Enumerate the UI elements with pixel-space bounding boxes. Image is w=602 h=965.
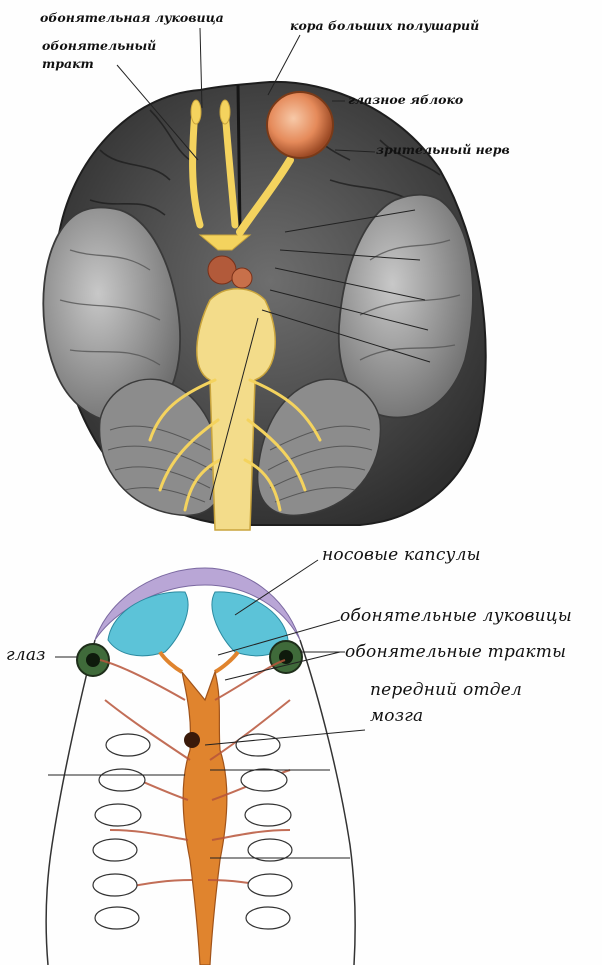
eyeball [267, 92, 333, 158]
label-olfactory-tracts: обонятельные тракты [345, 642, 566, 662]
label-forebrain-1: передний отдел [370, 680, 522, 700]
olfactory-bulb-right [220, 100, 230, 124]
embryo-diagram [46, 560, 365, 965]
label-nasal-capsules: носовые капсулы [322, 545, 481, 565]
label-eye: глаз [6, 645, 46, 665]
label-forebrain-2: мозга [370, 706, 423, 726]
label-olfactory-tract-2: тракт [42, 56, 94, 71]
label-optic-nerve: зрительный нерв [376, 142, 510, 157]
olfactory-bulb-left [191, 100, 201, 124]
brain-tube [182, 672, 227, 965]
label-olfactory-bulbs: обонятельные луковицы [340, 606, 572, 626]
label-eyeball: глазное яблоко [348, 92, 463, 107]
label-olfactory-bulb: обонятельная луковица [40, 10, 224, 25]
head-outline [46, 640, 95, 965]
label-olfactory-tract-1: обонятельный [42, 38, 156, 53]
label-cortex: кора больших полушарий [290, 18, 479, 33]
